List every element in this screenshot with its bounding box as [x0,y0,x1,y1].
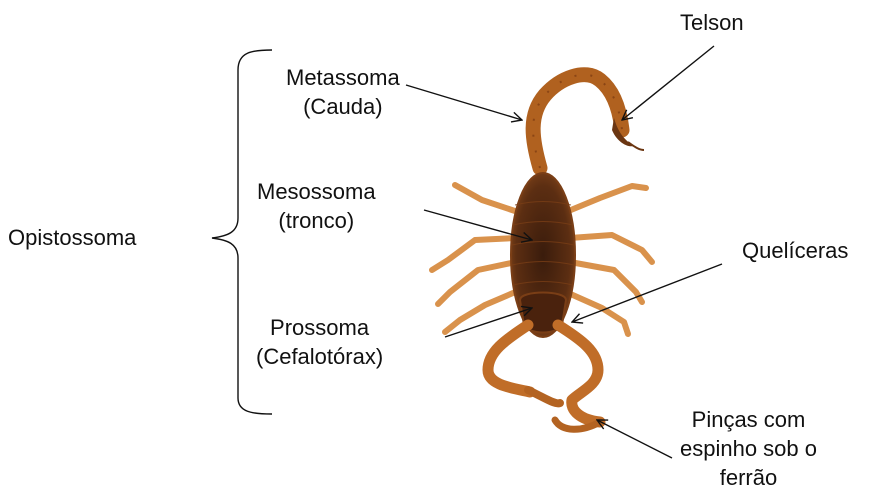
label-metassoma-line2: (Cauda) [286,92,400,121]
label-queliceras: Quelíceras [742,236,848,265]
queliceras-arrow [572,264,722,322]
label-prossoma: Prossoma (Cefalotórax) [256,313,383,371]
label-metassoma: Metassoma (Cauda) [286,63,400,121]
label-opistossoma: Opistossoma [8,223,136,252]
scorpion-illustration [432,75,652,430]
label-telson: Telson [680,8,744,37]
label-metassoma-line1: Metassoma [286,63,400,92]
scorpion-pincers [488,325,600,429]
label-pincas: Pinças com espinho sob o ferrão [680,405,817,492]
label-pincas-line3: ferrão [680,463,817,492]
label-mesossoma: Mesossoma (tronco) [257,177,376,235]
label-mesossoma-line1: Mesossoma [257,177,376,206]
label-pincas-line2: espinho sob o [680,434,817,463]
label-pincas-line1: Pinças com [680,405,817,434]
label-prossoma-line2: (Cefalotórax) [256,342,383,371]
scorpion-tail [533,75,644,168]
pincas-arrow [597,420,672,458]
telson-arrow [622,46,714,120]
label-mesossoma-line2: (tronco) [257,206,376,235]
label-prossoma-line1: Prossoma [256,313,383,342]
metassoma-arrow [406,85,522,120]
